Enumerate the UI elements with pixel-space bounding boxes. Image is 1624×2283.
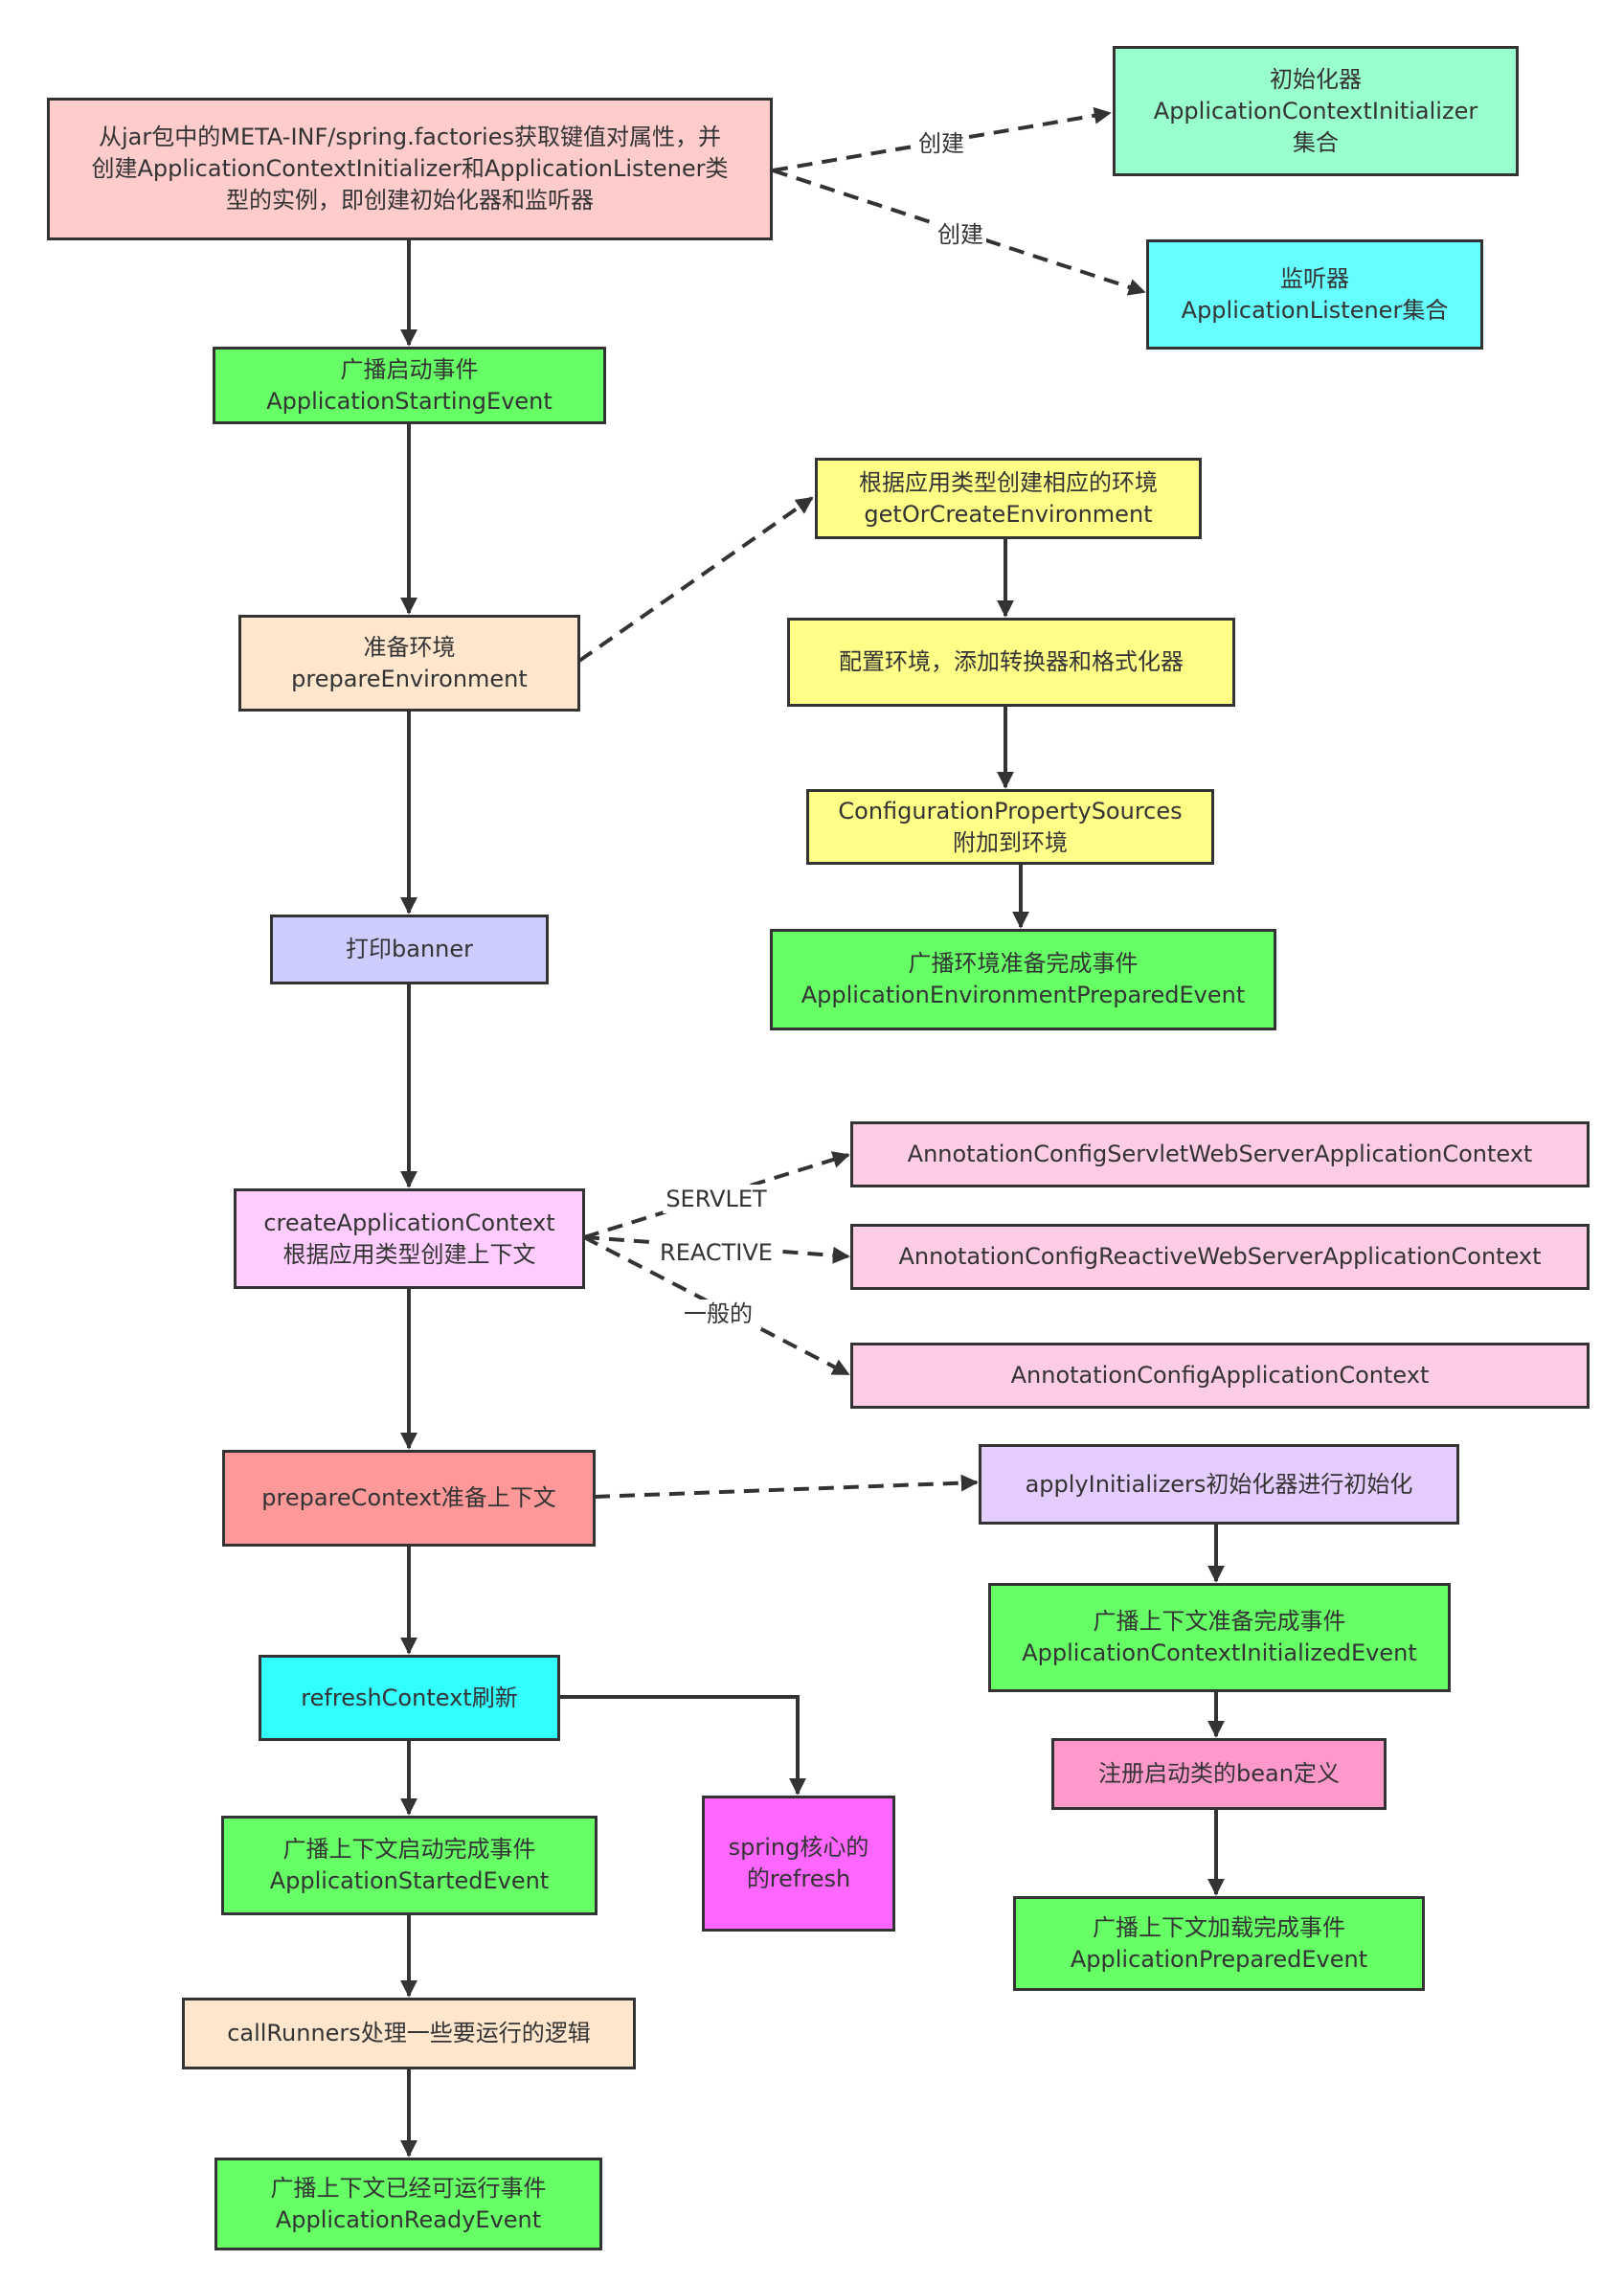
edge-label-servlet: SERVLET [663, 1185, 770, 1213]
edge-label-create-initializer: 创建 [915, 129, 967, 158]
reactive-context-node: AnnotationConfigReactiveWebServerApplica… [850, 1224, 1590, 1290]
edge-factories-listener [772, 169, 1146, 296]
configure-environment-node: 配置环境，添加转换器和格式化器 [787, 618, 1235, 707]
edge-factories-initializer [772, 106, 1112, 172]
edge-refreshctx-springrefresh [559, 1695, 806, 1796]
edge-label-reactive: REACTIVE [657, 1238, 776, 1267]
prepare-context-node: prepareContext准备上下文 [222, 1450, 596, 1547]
edge-prepareenv-getorcreate [577, 496, 814, 663]
spring-refresh-node: spring核心的的refresh [702, 1796, 895, 1932]
factories-node: 从jar包中的META-INF/spring.factories获取键值对属性，… [47, 98, 773, 240]
register-bean-node: 注册启动类的bean定义 [1051, 1738, 1387, 1810]
apply-initializers-node: applyInitializers初始化器进行初始化 [979, 1444, 1459, 1525]
banner-node: 打印banner [270, 915, 549, 984]
edge-label-general: 一般的 [681, 1300, 756, 1328]
annotation-context-node: AnnotationConfigApplicationContext [850, 1343, 1590, 1409]
call-runners-node: callRunners处理一些要运行的逻辑 [182, 1998, 636, 2069]
servlet-context-node: AnnotationConfigServletWebServerApplicat… [850, 1121, 1590, 1187]
edge-preparectx-applyinit [594, 1474, 979, 1499]
refresh-context-node: refreshContext刷新 [259, 1655, 560, 1741]
edge-label-create-listener: 创建 [935, 220, 986, 249]
